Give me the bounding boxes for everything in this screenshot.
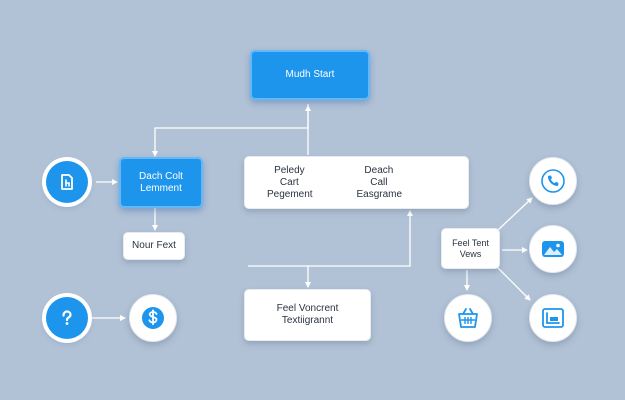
right-note-node[interactable]: Feel Tent Vews (441, 228, 500, 269)
bottom-node[interactable]: Feel Voncrent Textiigrannt (244, 289, 371, 341)
left-blue-node-label-line1: Dach Colt (139, 170, 183, 182)
connector-start-to-left-blue (152, 104, 309, 157)
center-pair-right-line2: Easgrame (356, 188, 403, 200)
chart-icon[interactable] (529, 294, 577, 342)
center-pair-left-line1: Peledy Cart (274, 164, 305, 188)
bottom-node-line1: Feel Voncrent (276, 303, 339, 314)
right-note-line2: Vews (459, 248, 482, 259)
small-note-node[interactable]: Nour Fext (123, 232, 185, 260)
connector-note-to-phone (497, 197, 533, 231)
question-icon[interactable] (46, 297, 88, 339)
center-pair-right-label: Deach Call Easgrame (357, 165, 447, 201)
connector-note-to-chart (497, 267, 531, 301)
connector-bottom-to-center (308, 210, 413, 267)
start-node[interactable]: Mudh Start (250, 50, 370, 100)
connector-center-to-bottom (248, 265, 311, 288)
center-pair-right-line1: Deach Call (364, 164, 394, 188)
left-blue-node[interactable]: Dach Colt Lemment (119, 157, 203, 208)
phone-icon[interactable] (529, 157, 577, 205)
small-note-label: Nour Fext (132, 240, 176, 251)
document-icon[interactable] (46, 161, 88, 203)
image-icon[interactable] (529, 225, 577, 273)
center-pair-left-label: Peledy Cart Pegement (267, 165, 357, 201)
center-pair-node[interactable]: Peledy Cart Pegement Deach Call Easgrame (244, 156, 469, 209)
right-note-line1: Feel Tent (452, 237, 489, 248)
center-pair-left-line2: Pegement (267, 188, 313, 200)
start-node-label: Mudh Start (285, 69, 335, 80)
left-blue-node-label-line2: Lemment (140, 182, 182, 194)
basket-icon[interactable] (444, 294, 492, 342)
bottom-node-line2: Textiigrannt (281, 315, 334, 326)
dollar-icon[interactable] (129, 294, 177, 342)
